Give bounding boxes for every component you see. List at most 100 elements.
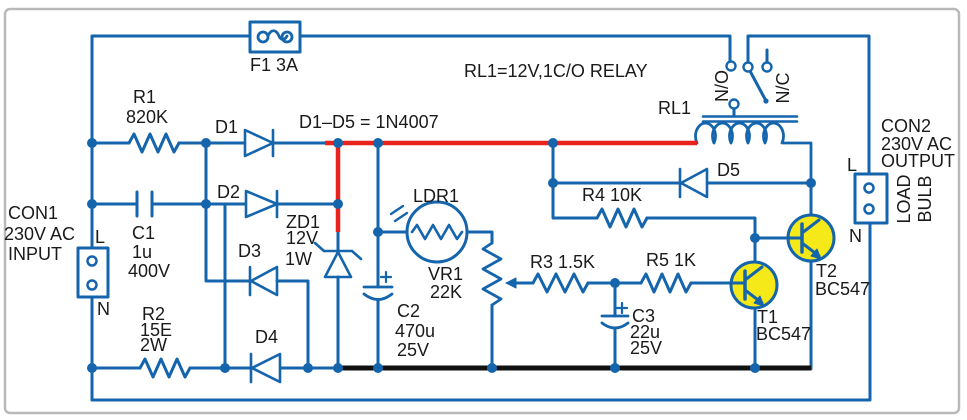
con2-live-label: L xyxy=(847,155,857,175)
d1-label: D1 xyxy=(215,117,238,137)
diode-equivalence-note: D1–D5 = 1N4007 xyxy=(299,112,439,132)
labels: CON1 230V AC INPUT L N R1 820K C1 1u 400… xyxy=(4,55,955,360)
con1-title: CON1 xyxy=(8,203,58,223)
zd1-voltage: 12V xyxy=(286,228,318,248)
capacitor-c2-symbol xyxy=(362,270,394,370)
light-rays-icon xyxy=(389,204,409,223)
relay-pole-contact xyxy=(728,98,740,110)
t1-part: BC547 xyxy=(756,324,811,344)
c3-name: C3 xyxy=(632,306,655,326)
resistor-r1-symbol xyxy=(127,132,181,154)
capacitor-c1-symbol xyxy=(135,190,154,218)
wire-live-to-relay-no xyxy=(298,34,732,63)
vr1-symbol xyxy=(481,241,535,370)
resistor-r2-symbol xyxy=(138,357,192,379)
transistor-t1-body xyxy=(729,260,779,310)
diode-d5-symbol xyxy=(678,167,709,199)
wire-layer xyxy=(76,20,889,402)
d3-label: D3 xyxy=(238,241,261,261)
wire-neutral-bottom xyxy=(90,221,872,402)
c3-plus-mark xyxy=(615,301,629,315)
resistor-r3-symbol xyxy=(531,272,590,294)
t2-name: T2 xyxy=(816,261,837,281)
wire-live-top-left xyxy=(90,34,252,250)
t2-emitter-arrow xyxy=(810,248,822,260)
con2-neutral-label: N xyxy=(849,226,862,246)
d5-label: D5 xyxy=(717,160,740,180)
r2-value: 15E xyxy=(140,320,172,340)
c2-value: 470u xyxy=(395,321,435,341)
c2-plus-mark xyxy=(379,270,393,284)
wire-relay-common-to-con2 xyxy=(746,34,871,176)
con1-neutral-label: N xyxy=(97,299,110,319)
con1-live-label: L xyxy=(95,227,105,247)
wire-node-column xyxy=(204,141,252,283)
con2-role: OUTPUT xyxy=(881,151,955,171)
r4-label: R4 10K xyxy=(582,185,642,205)
c3-voltage: 25V xyxy=(630,338,662,358)
con1-voltage: 230V AC xyxy=(4,224,75,244)
d4-label: D4 xyxy=(255,327,278,347)
relay-no-contact xyxy=(725,60,737,72)
relay-rl1-symbol xyxy=(694,34,871,185)
live-dc-rail xyxy=(325,140,697,232)
r1-name: R1 xyxy=(133,87,156,107)
c2-name: C2 xyxy=(397,301,420,321)
vr1-name: VR1 xyxy=(428,264,463,284)
fuse-symbol xyxy=(248,20,302,54)
c1-name: C1 xyxy=(132,223,155,243)
load-label-line2: BULB xyxy=(915,175,935,222)
con2-title: CON2 xyxy=(881,116,931,136)
vr1-value: 22K xyxy=(430,282,462,302)
wire-r4-right xyxy=(645,216,757,240)
relay-coil xyxy=(694,121,813,185)
diode-d1-symbol xyxy=(243,128,275,158)
relay-nc-label: N/C xyxy=(773,73,793,104)
relay-core xyxy=(701,115,799,123)
wire-r4-left xyxy=(551,141,599,220)
diode-d2-symbol xyxy=(244,189,279,219)
c1-voltage: 400V xyxy=(128,261,170,281)
resistor-r5-symbol xyxy=(639,272,693,294)
relay-contact-circles xyxy=(725,60,773,110)
c1-value: 1u xyxy=(132,242,152,262)
con2-symbol xyxy=(853,172,889,225)
t1-name: T1 xyxy=(757,307,778,327)
relay-spec-note: RL1=12V,1C/O RELAY xyxy=(464,61,648,81)
d2-label: D2 xyxy=(217,182,240,202)
relay-nc-contact xyxy=(761,61,773,73)
relay-armature xyxy=(748,69,767,101)
ldr1-symbol xyxy=(376,200,494,264)
transistor-t2-symbol xyxy=(753,181,822,371)
load-label-line1: LOAD xyxy=(894,174,914,223)
vr1-wiper-arrow xyxy=(505,277,517,289)
junction-dots xyxy=(87,138,816,373)
zener-zd1-symbol xyxy=(313,230,363,370)
diode-d3-symbol xyxy=(248,265,279,297)
t1-emitter-arrow xyxy=(753,295,765,307)
r2-power: 2W xyxy=(140,335,167,355)
zd1-power: 1W xyxy=(285,249,312,269)
con1-symbol xyxy=(76,246,110,299)
ldr1-label: LDR1 xyxy=(413,186,459,206)
r2-name: R2 xyxy=(142,304,165,324)
relay-common-contact xyxy=(742,61,754,73)
zd1-name: ZD1 xyxy=(286,212,320,232)
relay-no-label: N/O xyxy=(712,70,732,102)
r3-label: R3 1.5K xyxy=(530,252,595,272)
diode-d4-symbol xyxy=(249,352,282,384)
r1-value: 820K xyxy=(126,107,168,127)
c3-value: 22u xyxy=(630,322,660,342)
wire-d3-anode xyxy=(275,279,310,370)
fuse-label: F1 3A xyxy=(250,55,298,75)
capacitor-c3-symbol xyxy=(600,281,630,370)
t2-part: BC547 xyxy=(815,279,870,299)
relay-name: RL1 xyxy=(658,98,691,118)
figure-border xyxy=(3,7,961,415)
transistor-t1-symbol xyxy=(743,236,765,370)
r5-label: R5 1K xyxy=(646,250,696,270)
con2-voltage: 230V AC xyxy=(881,134,952,154)
con1-role: INPUT xyxy=(8,244,62,264)
